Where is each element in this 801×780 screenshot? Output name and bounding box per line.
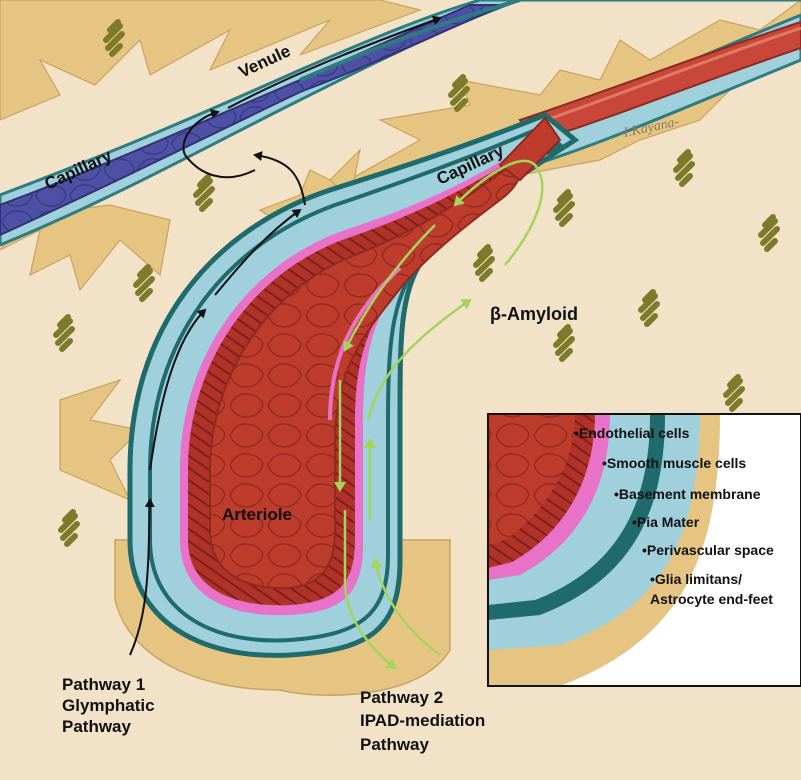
pathway-1-title: Pathway 1 (62, 675, 145, 694)
pathway-1-suffix: Pathway (62, 717, 132, 736)
vessel-wall-layers-inset: •Endothelial cells •Smooth muscle cells … (488, 414, 801, 686)
beta-amyloid-label: β-Amyloid (490, 304, 578, 324)
pathway-2-suffix: Pathway (360, 735, 430, 754)
pathway-2-subtitle: IPAD-mediation (360, 711, 485, 730)
inset-layer-pia-mater: •Pia Mater (632, 514, 700, 530)
inset-layer-astrocyte: Astrocyte end-feet (650, 591, 773, 607)
inset-layer-basement-membrane: •Basement membrane (614, 486, 761, 502)
inset-layer-smooth-muscle: •Smooth muscle cells (602, 455, 746, 471)
inset-layer-glia-limitans: •Glia limitans/ (650, 571, 742, 587)
inset-layer-endothelial: •Endothelial cells (574, 425, 690, 441)
pathway-1-subtitle: Glymphatic (62, 696, 155, 715)
inset-layer-perivascular: •Perivascular space (642, 542, 774, 558)
arteriole-label: Arteriole (222, 505, 292, 524)
pathway-2-title: Pathway 2 (360, 688, 443, 707)
